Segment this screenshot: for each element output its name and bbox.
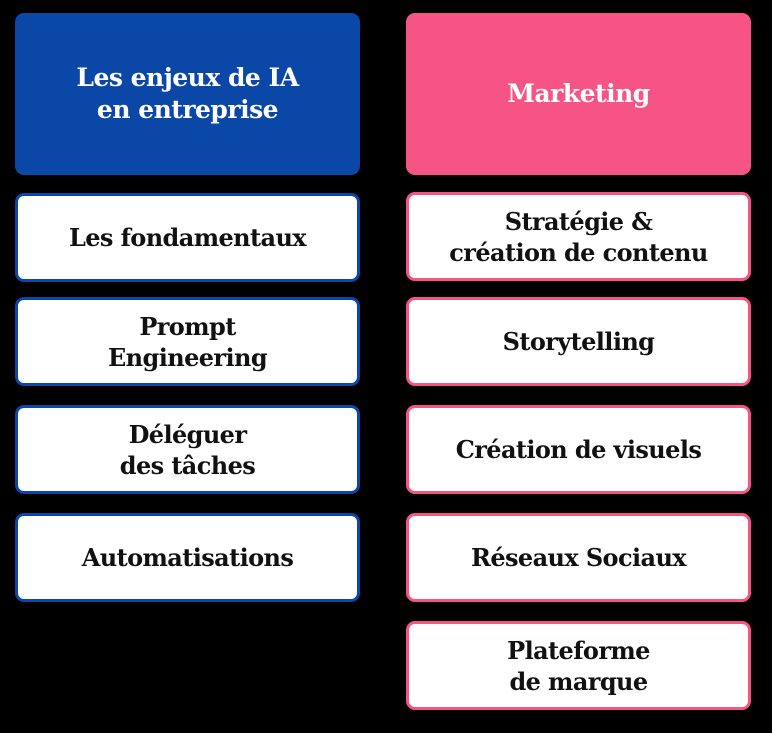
- topic-card-plateforme-marque: Plateforme de marque: [406, 621, 751, 710]
- topic-label: Réseaux Sociaux: [470, 543, 687, 572]
- topic-card-deleguer-taches: Déléguer des tâches: [15, 405, 360, 494]
- topic-label: Déléguer des tâches: [119, 419, 256, 480]
- topic-card-reseaux-sociaux: Réseaux Sociaux: [406, 513, 751, 602]
- topic-label: Stratégie & création de contenu: [449, 206, 708, 267]
- column-header-ia-enterprise: Les enjeux de IA en entreprise: [15, 13, 360, 175]
- column-title: Les enjeux de IA en entreprise: [76, 63, 299, 124]
- topic-card-automatisations: Automatisations: [15, 513, 360, 602]
- topic-card-storytelling: Storytelling: [406, 297, 751, 386]
- topic-card-creation-visuels: Création de visuels: [406, 405, 751, 494]
- topic-label: Automatisations: [81, 543, 294, 572]
- topic-card-fondamentaux: Les fondamentaux: [15, 193, 360, 282]
- topic-card-strategie-contenu: Stratégie & création de contenu: [406, 192, 751, 281]
- topic-label: Les fondamentaux: [68, 223, 307, 252]
- topic-label: Storytelling: [502, 327, 655, 356]
- column-title: Marketing: [507, 79, 650, 108]
- topic-label: Plateforme de marque: [507, 635, 650, 696]
- topic-label: Création de visuels: [455, 435, 702, 464]
- topic-label: Prompt Engineering: [107, 311, 268, 372]
- column-header-marketing: Marketing: [406, 13, 751, 175]
- topic-card-prompt-engineering: Prompt Engineering: [15, 297, 360, 386]
